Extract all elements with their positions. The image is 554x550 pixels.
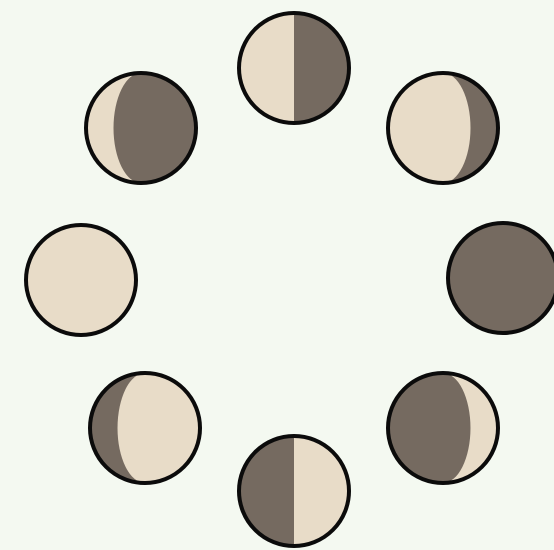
moon-full-moon [26, 225, 136, 335]
moon-last-quarter [239, 436, 349, 546]
moon-new-moon [448, 223, 554, 333]
moon-waning-crescent [86, 73, 196, 183]
moon-waxing-crescent [388, 373, 498, 483]
moon-waning-gibbous [90, 373, 200, 483]
moon-waxing-gibbous [388, 73, 498, 183]
moon-first-quarter [239, 13, 349, 123]
